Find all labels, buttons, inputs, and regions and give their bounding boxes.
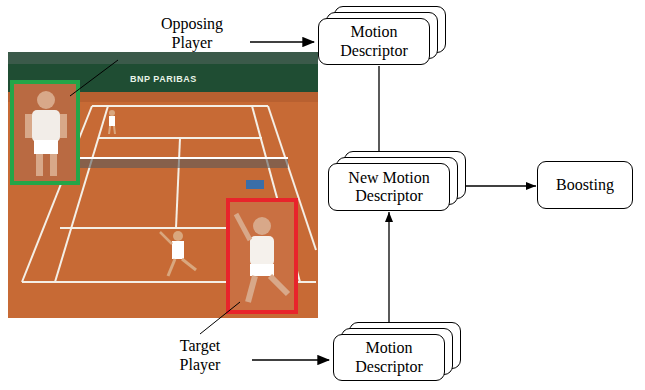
banner-text: BNP PARIBAS (130, 74, 197, 84)
stacked-box: New Motion Descriptor (328, 163, 450, 211)
player-label: Target Player (160, 336, 240, 374)
net-tape (74, 157, 288, 159)
arrow-head (385, 212, 393, 222)
target-player-zoom (236, 214, 288, 302)
connector-arrow (375, 66, 383, 162)
arrow-head (526, 182, 536, 190)
net (74, 158, 288, 168)
connector-line (388, 212, 389, 333)
far-player (109, 110, 115, 134)
node-text: Boosting (556, 176, 614, 194)
connector-arrow (385, 212, 393, 333)
input-arrow (252, 359, 329, 360)
leader-line (70, 60, 118, 96)
node-text: Motion Descriptor (340, 339, 438, 376)
court-ground (8, 52, 318, 318)
opposing-player-box (12, 82, 78, 183)
stacked-box: Motion Descriptor (318, 18, 430, 65)
crowd (8, 52, 318, 64)
player-label: Opposing Player (148, 14, 236, 52)
connector-line (378, 66, 379, 162)
input-arrow (250, 41, 314, 42)
target-player-box (228, 200, 296, 312)
court-lines (22, 106, 316, 282)
node-text: Motion Descriptor (325, 23, 423, 60)
stacked-box: Motion Descriptor (333, 334, 445, 381)
leader-line (200, 302, 240, 334)
near-player (160, 231, 196, 276)
process-box: Boosting (537, 161, 633, 209)
sign (246, 180, 264, 189)
opposing-player-zoom (25, 91, 67, 176)
node-text: New Motion Descriptor (335, 169, 443, 206)
